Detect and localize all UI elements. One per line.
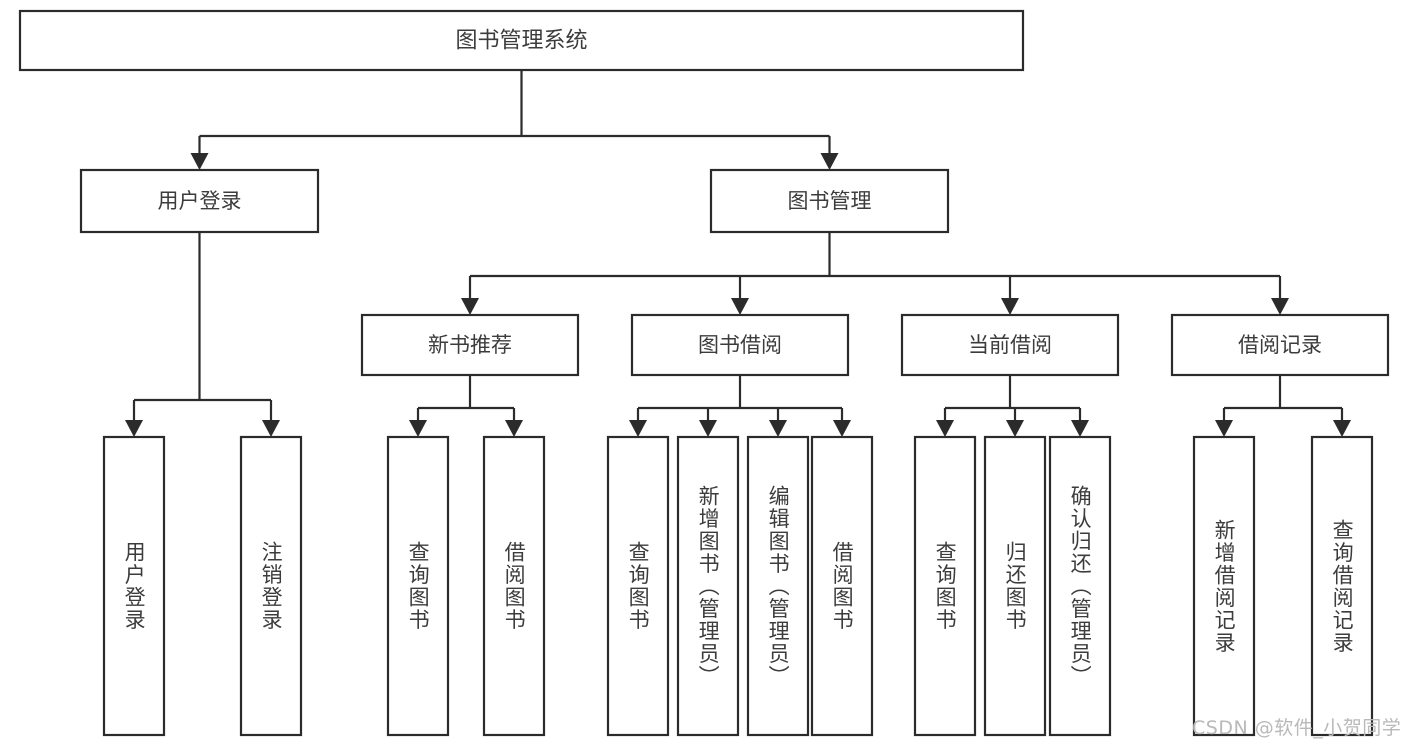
arrow-head-icon — [1006, 420, 1024, 437]
arrow-head-icon — [936, 420, 954, 437]
node-new-book-recommend-label: 新书推荐 — [428, 333, 512, 357]
node-book-manage-label: 图书管理 — [788, 189, 872, 213]
node-leaf-query-book-2[interactable] — [606, 435, 670, 737]
arrow-head-icon — [1071, 420, 1089, 437]
arrow-head-icon — [820, 153, 839, 170]
arrow-head-icon — [262, 420, 280, 437]
node-user-login-label: 用户登录 — [158, 189, 242, 213]
node-current-borrow[interactable] — [900, 313, 1120, 377]
node-new-book-recommend[interactable] — [360, 313, 580, 377]
arrow-head-icon — [769, 420, 787, 437]
node-leaf-add-book[interactable] — [676, 435, 740, 737]
node-user-login[interactable] — [79, 168, 320, 234]
arrow-head-icon — [1271, 298, 1289, 315]
arrow-head-icon — [125, 420, 143, 437]
arrow-head-icon — [1215, 420, 1233, 437]
node-leaf-query-book-3[interactable] — [913, 435, 977, 737]
arrow-head-icon — [409, 420, 427, 437]
node-root[interactable] — [18, 9, 1025, 72]
arrow-head-icon — [699, 420, 717, 437]
arrow-head-icon — [833, 420, 851, 437]
watermark-credit: CSDN @软件_小贺同学 — [1192, 717, 1402, 739]
arrow-head-icon — [461, 298, 479, 315]
node-leaf-query-book-1[interactable] — [386, 435, 450, 737]
node-root-label: 图书管理系统 — [455, 29, 587, 54]
node-leaf-user-logout[interactable] — [239, 435, 303, 737]
node-leaf-borrow-book-1[interactable] — [482, 435, 546, 737]
connectors-layer — [125, 70, 1351, 437]
arrow-head-icon — [505, 420, 523, 437]
node-leaf-confirm-return[interactable] — [1048, 435, 1112, 737]
node-leaf-return-book[interactable] — [983, 435, 1047, 737]
node-leaf-user-login[interactable] — [102, 435, 166, 737]
node-book-borrow-label: 图书借阅 — [698, 333, 782, 357]
node-current-borrow-label: 当前借阅 — [968, 333, 1052, 357]
arrow-head-icon — [1333, 420, 1351, 437]
arrow-head-icon — [629, 420, 647, 437]
node-book-manage[interactable] — [709, 168, 950, 234]
arrow-head-icon — [731, 298, 749, 315]
node-book-borrow[interactable] — [630, 313, 850, 377]
node-leaf-add-borrow-record[interactable] — [1192, 435, 1256, 737]
node-leaf-borrow-book-2[interactable] — [810, 435, 874, 737]
boxes-layer — [18, 9, 1390, 737]
arrow-head-icon — [1001, 298, 1019, 315]
node-borrow-record-label: 借阅记录 — [1238, 333, 1322, 357]
node-borrow-record[interactable] — [1170, 313, 1390, 377]
node-leaf-edit-book[interactable] — [746, 435, 810, 737]
node-leaf-query-borrow-record[interactable] — [1310, 435, 1374, 737]
arrow-head-icon — [190, 153, 209, 170]
